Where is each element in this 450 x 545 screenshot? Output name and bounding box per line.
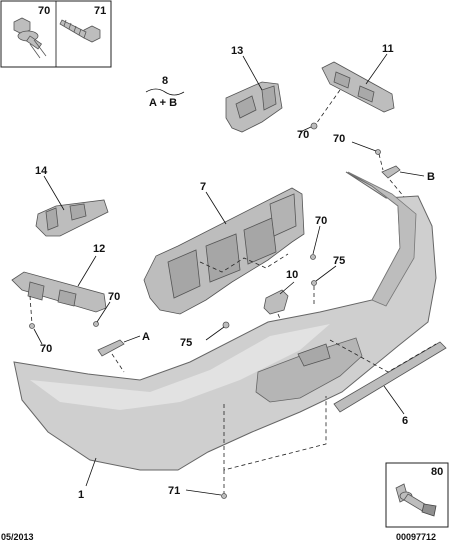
callout-70-b-label: 70 bbox=[333, 133, 345, 145]
flange-bolt-icon bbox=[13, 17, 47, 59]
screw-70-upper: 70 bbox=[297, 122, 318, 141]
part-1-bumper: 1 bbox=[13, 171, 437, 501]
callout-70-d-label: 70 bbox=[108, 291, 120, 303]
clip-a: A bbox=[97, 331, 150, 373]
clip-b: B bbox=[381, 165, 435, 205]
part-14-bracket: 14 bbox=[35, 165, 109, 237]
callout-14-label: 14 bbox=[35, 165, 48, 177]
screw-70-clip: 70 bbox=[333, 133, 384, 171]
screw-70-near-a: 70 bbox=[93, 291, 120, 327]
callout-8-group: 8 A + B bbox=[145, 75, 185, 109]
callout-8-label: 8 bbox=[162, 75, 168, 87]
part-11-bracket: 11 bbox=[315, 43, 395, 125]
fastener-box-70-71: 70 71 bbox=[0, 0, 112, 68]
blind-rivet-icon bbox=[395, 483, 437, 517]
callout-13-label: 13 bbox=[231, 45, 243, 57]
callout-10-label: 10 bbox=[286, 269, 298, 281]
callout-71-box-label: 71 bbox=[94, 5, 106, 17]
callout-70-box-label: 70 bbox=[38, 5, 50, 17]
callout-75-a-label: 75 bbox=[333, 255, 345, 267]
part-12-bracket: 12 bbox=[11, 243, 107, 325]
part-10-guide: 10 bbox=[263, 269, 298, 329]
part-6-trim-strip: 6 bbox=[329, 339, 447, 427]
callout-1-label: 1 bbox=[78, 489, 84, 501]
callout-b-label: B bbox=[427, 171, 435, 183]
screw-75-left: 75 bbox=[180, 321, 230, 349]
callout-11-label: 11 bbox=[382, 43, 394, 55]
footer-reference: 00097712 bbox=[396, 532, 436, 542]
callout-a-label: A bbox=[142, 331, 150, 343]
footer-date: 05/2013 bbox=[1, 532, 34, 542]
callout-6-label: 6 bbox=[402, 415, 408, 427]
callout-7-label: 7 bbox=[200, 181, 206, 193]
callout-70-a-label: 70 bbox=[297, 129, 309, 141]
rivet-box-80: 80 bbox=[385, 462, 449, 528]
callout-80-label: 80 bbox=[431, 466, 443, 478]
screw-70-left: 70 bbox=[29, 323, 52, 355]
callout-8-sub-label: A + B bbox=[149, 97, 177, 109]
screw-70-beam: 70 bbox=[310, 215, 327, 260]
callout-71-bottom-label: 71 bbox=[168, 485, 180, 497]
self-tapping-screw-icon bbox=[59, 19, 101, 43]
callout-70-e-label: 70 bbox=[40, 343, 52, 355]
screw-75-right: 75 bbox=[311, 255, 345, 306]
callout-70-c-label: 70 bbox=[315, 215, 327, 227]
screw-71-bottom: 71 bbox=[168, 485, 227, 499]
callout-12-label: 12 bbox=[93, 243, 105, 255]
part-7-beam: 7 bbox=[143, 181, 305, 315]
callout-75-b-label: 75 bbox=[180, 337, 192, 349]
part-13-bracket: 13 bbox=[225, 45, 283, 133]
